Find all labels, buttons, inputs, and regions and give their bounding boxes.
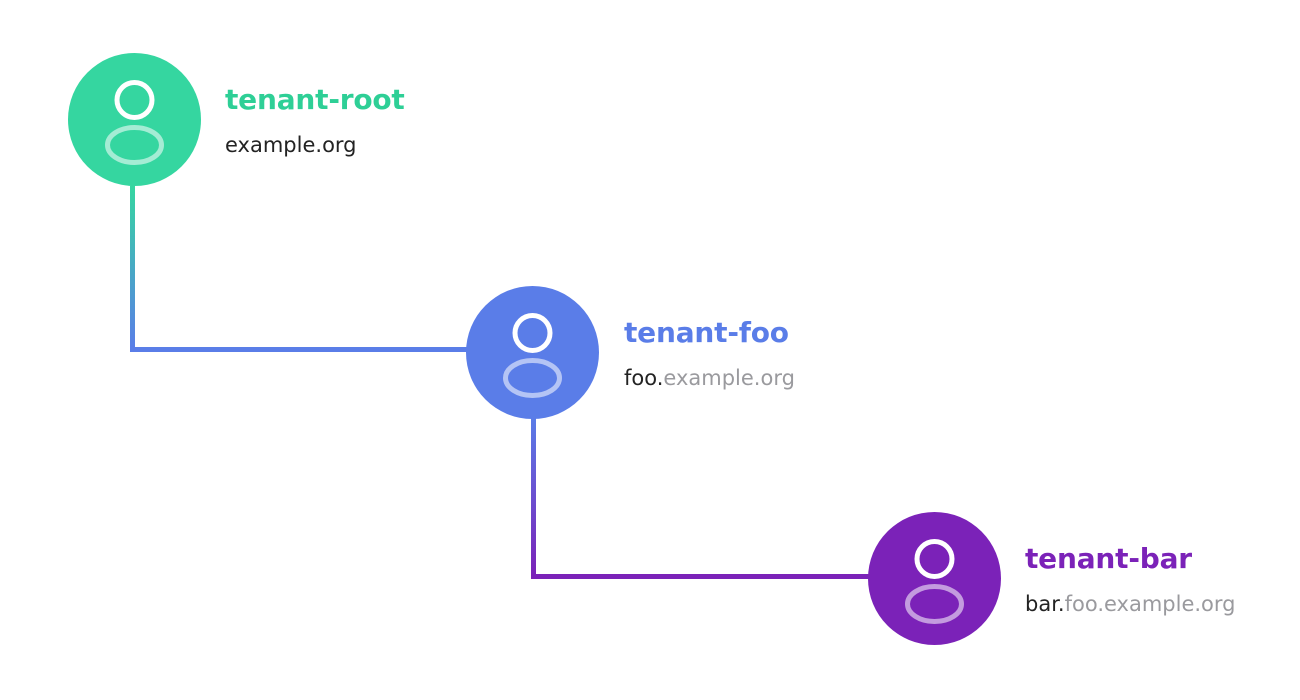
tenant-root-subtitle-prefix: example.org — [225, 132, 357, 157]
tenant-foo-subtitle-suffix: example.org — [663, 365, 795, 390]
node-tenant-bar[interactable]: tenant-bar bar.foo.example.org — [868, 512, 1236, 645]
tenant-root-labels: tenant-root example.org — [225, 83, 405, 157]
tenant-bar-labels: tenant-bar bar.foo.example.org — [1025, 542, 1236, 616]
tenant-bar-subtitle-suffix: foo.example.org — [1064, 591, 1236, 616]
person-avatar-icon — [105, 80, 164, 165]
node-tenant-root[interactable]: tenant-root example.org — [68, 53, 405, 186]
tenant-foo-subtitle: foo.example.org — [624, 366, 795, 390]
tenant-root-subtitle: example.org — [225, 133, 405, 157]
person-avatar-icon — [503, 313, 562, 398]
tenant-foo-avatar[interactable] — [466, 286, 599, 419]
tenant-root-title: tenant-root — [225, 83, 405, 117]
tenant-root-avatar[interactable] — [68, 53, 201, 186]
person-avatar-icon — [905, 539, 964, 624]
tenant-bar-subtitle: bar.foo.example.org — [1025, 592, 1236, 616]
node-tenant-foo[interactable]: tenant-foo foo.example.org — [466, 286, 795, 419]
tenant-foo-title: tenant-foo — [624, 316, 789, 350]
tenant-bar-avatar[interactable] — [868, 512, 1001, 645]
tenant-foo-labels: tenant-foo foo.example.org — [624, 316, 795, 390]
tenant-bar-title: tenant-bar — [1025, 542, 1192, 576]
connector-foo-to-bar — [531, 417, 872, 579]
connector-root-to-foo — [130, 186, 468, 352]
tenant-bar-subtitle-prefix: bar. — [1025, 591, 1065, 616]
tenant-foo-subtitle-prefix: foo. — [624, 365, 664, 390]
